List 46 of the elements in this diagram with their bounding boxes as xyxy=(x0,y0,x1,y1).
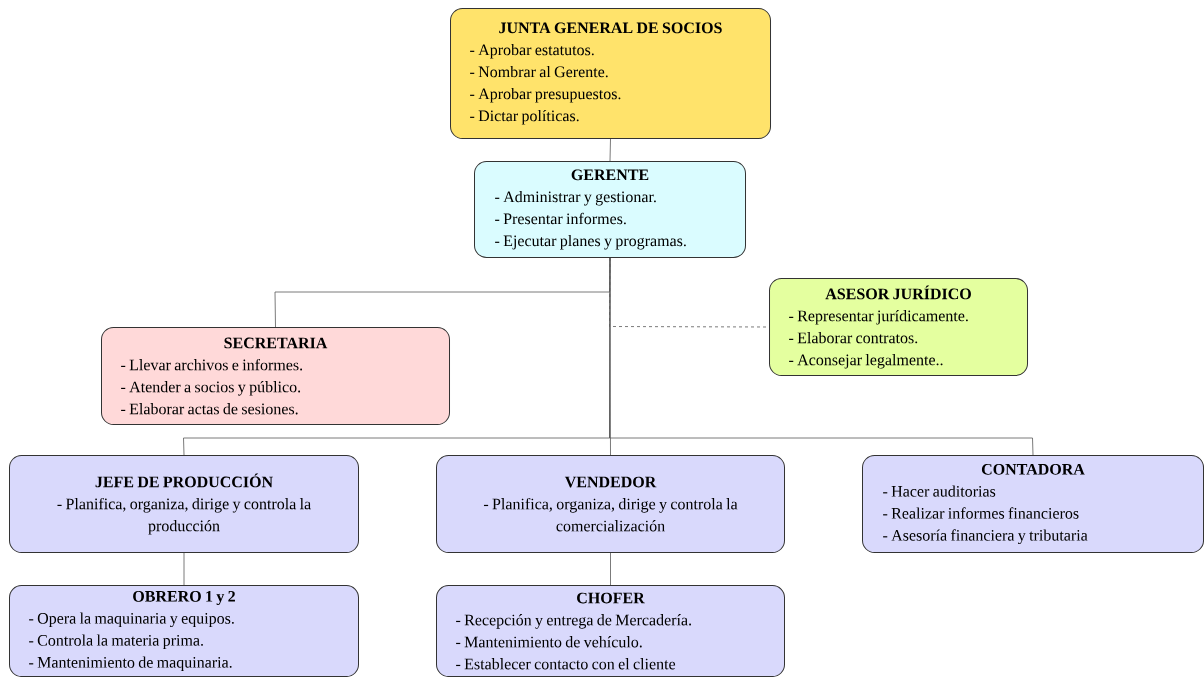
role-box xyxy=(436,455,785,553)
connector-line xyxy=(609,138,611,162)
box-heading: SECRETARIA xyxy=(224,337,328,349)
duty-item: - Mantenimiento de maquinaria. xyxy=(29,656,232,671)
duty-item: - Ejecutar planes y programas. xyxy=(495,234,686,250)
role-box xyxy=(436,585,785,677)
duty-item: - Opera la maquinaria y equipos. xyxy=(29,612,234,628)
duty-item: - Planifica, organiza, dirige y controla la producción xyxy=(57,497,311,535)
connector-line xyxy=(609,257,1034,456)
role-box xyxy=(9,585,359,677)
duty-item: - Aprobar presupuestos. xyxy=(470,88,621,103)
duty-item: - Elaborar actas de sesiones. xyxy=(121,403,298,415)
duty-item: - Aprobar estatutos. xyxy=(470,44,594,59)
connector-line xyxy=(610,552,611,586)
duty-item: - Realizar informes financieros xyxy=(883,507,1079,519)
duty-item: - Presentar informes. xyxy=(495,212,626,225)
role-box xyxy=(101,327,450,425)
box-heading: CHOFER xyxy=(577,592,645,604)
box-heading: JUNTA GENERAL DE SOCIOS xyxy=(499,22,722,34)
box-heading: OBRERO 1 y 2 xyxy=(133,591,235,606)
role-box xyxy=(474,161,746,258)
duty-item: - Recepción y entrega de Mercadería. xyxy=(456,614,691,629)
duty-item: - Hacer auditorias xyxy=(883,485,996,497)
duty-item: - Dictar políticas. xyxy=(470,109,579,125)
duty-item: - Asesoría financiera y tributaria xyxy=(883,529,1088,545)
role-box xyxy=(450,8,771,139)
role-box xyxy=(9,455,359,553)
connector-line xyxy=(183,552,185,586)
role-box xyxy=(769,278,1028,376)
duty-item: - Administrar y gestionar. xyxy=(495,190,656,206)
box-heading: JEFE DE PRODUCCIÓN xyxy=(95,473,273,488)
duty-item: - Elaborar contratos. xyxy=(789,332,918,344)
duty-item: - Mantenimiento de vehículo. xyxy=(456,636,642,648)
duty-item: - Nombrar al Gerente. xyxy=(470,66,608,78)
box-heading: VENDEDOR xyxy=(564,476,657,488)
duty-item: - Representar jurídicamente. xyxy=(789,310,968,325)
duty-item: - Aconsejar legalmente.. xyxy=(789,354,943,369)
box-heading: CONTADORA xyxy=(981,464,1085,475)
duty-item: - Controla la materia prima. xyxy=(29,634,203,649)
box-heading: ASESOR JURÍDICO xyxy=(825,285,971,300)
duty-item: - Atender a socios y público. xyxy=(121,381,301,396)
duty-item: - Llevar archivos e informes. xyxy=(121,358,303,371)
role-box xyxy=(862,455,1204,553)
box-heading: GERENTE xyxy=(571,169,649,181)
duty-item: - Establecer contacto con el cliente xyxy=(456,658,676,670)
duty-item: - Planifica, organiza, dirige y controla la comercialización xyxy=(483,497,738,532)
